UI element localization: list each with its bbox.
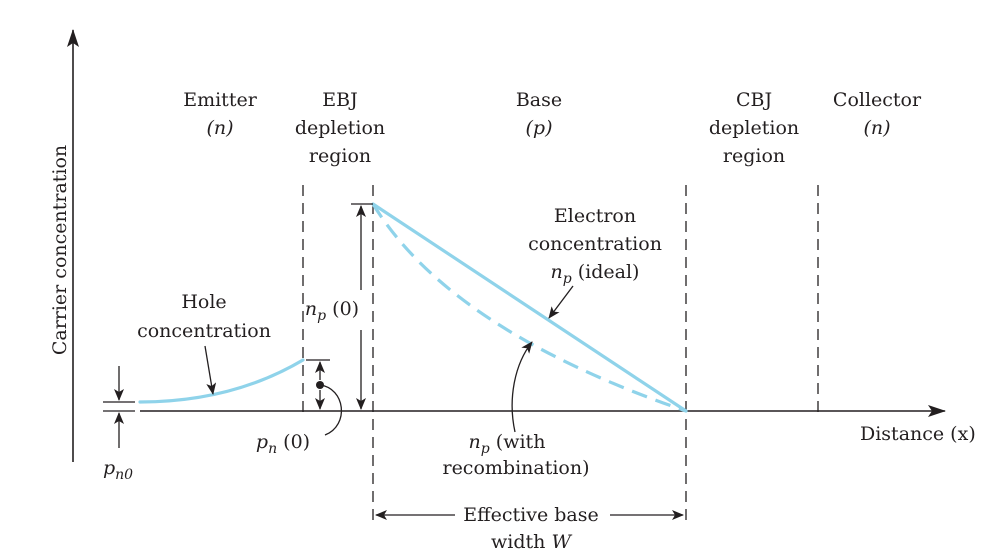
region-ebj: EBJ depletion region <box>295 89 385 167</box>
region-cbj-line3: region <box>723 145 785 167</box>
region-cbj-line1: CBJ <box>736 89 772 111</box>
np0-argument: (0) <box>326 298 359 320</box>
hole-label-line1: Hole <box>181 291 226 313</box>
pn0eq-subscript: n0 <box>115 467 133 483</box>
electron-label-line1: Electron <box>554 205 636 227</box>
y-axis-label: Carrier concentration <box>49 145 71 355</box>
hole-concentration-curve <box>138 358 305 404</box>
recomb-subscript: p <box>481 441 490 457</box>
region-base-name: Base <box>516 89 562 111</box>
hole-label-arrow <box>204 345 217 395</box>
pn0-label: pn (0) <box>256 431 310 457</box>
effective-base-width-label: Effective base width W <box>463 504 598 553</box>
recomb-line1: np (with <box>469 431 546 457</box>
region-ebj-line3: region <box>309 145 371 167</box>
np-subscript: p <box>563 271 572 287</box>
width-text: width <box>491 531 551 553</box>
pn0-p: p <box>256 431 268 453</box>
electron-label-line2: concentration <box>528 233 662 255</box>
region-collector-type: (n) <box>863 117 890 139</box>
electron-concentration-recombination-curve <box>371 203 687 413</box>
region-emitter-name: Emitter <box>183 89 257 111</box>
np-ideal-text: (ideal) <box>572 261 640 283</box>
np0-subscript: p <box>317 308 326 324</box>
region-emitter-type: (n) <box>206 117 233 139</box>
pn0eq-p: p <box>103 457 115 479</box>
region-cbj-line2: depletion <box>709 117 799 139</box>
pn0-equilibrium-label: pn0 <box>103 457 133 483</box>
np0-label: np (0) <box>305 298 359 324</box>
hole-concentration-label: Hole concentration <box>137 291 271 342</box>
electron-concentration-ideal-line <box>371 202 688 413</box>
region-ebj-line1: EBJ <box>322 89 357 111</box>
region-base-type: (p) <box>526 117 553 139</box>
region-emitter: Emitter (n) <box>183 89 257 139</box>
electron-label-line3: np (ideal) <box>551 261 640 287</box>
recomb-with: (with <box>490 431 546 453</box>
np-symbol: n <box>551 261 563 283</box>
hole-label-line2: concentration <box>137 320 271 342</box>
x-axis-label: Distance (x) <box>860 423 976 445</box>
width-line1: Effective base <box>463 504 598 526</box>
electron-ideal-arrow <box>548 285 574 319</box>
region-collector: Collector (n) <box>833 89 922 139</box>
np0-n: n <box>305 298 317 320</box>
region-cbj: CBJ depletion region <box>709 89 799 167</box>
pn0-argument: (0) <box>277 431 310 453</box>
recombination-arrow <box>511 341 533 433</box>
region-base: Base (p) <box>516 89 562 139</box>
width-line2: width W <box>491 531 572 553</box>
region-ebj-line2: depletion <box>295 117 385 139</box>
region-collector-name: Collector <box>833 89 922 111</box>
electron-concentration-label: Electron concentration np (ideal) <box>528 205 662 287</box>
recomb-line2: recombination) <box>442 457 589 479</box>
pn0-subscript: n <box>268 441 277 457</box>
pn0-leader <box>319 384 342 436</box>
recombination-label: np (with recombination) <box>442 431 589 479</box>
recomb-n: n <box>469 431 481 453</box>
width-variable: W <box>551 531 572 553</box>
